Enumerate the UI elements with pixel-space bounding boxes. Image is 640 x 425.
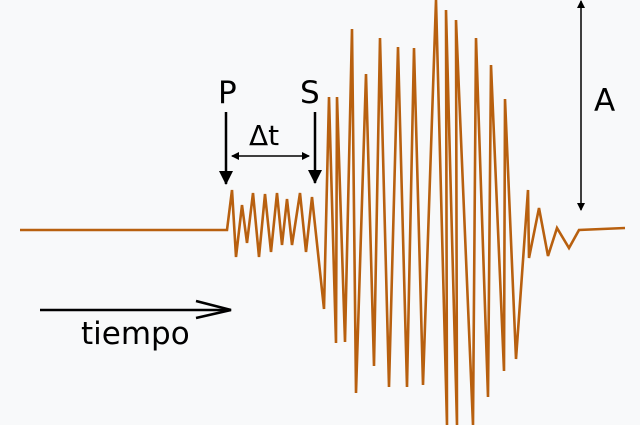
delta-t-label: Δt [249, 119, 279, 152]
time-arrow-head [195, 299, 232, 320]
s-wave-label: S [300, 75, 320, 111]
seismic-waveform [20, 0, 626, 425]
time-label: tiempo [81, 316, 190, 352]
amplitude-label: A [594, 83, 615, 119]
p-wave-label: P [218, 75, 237, 111]
